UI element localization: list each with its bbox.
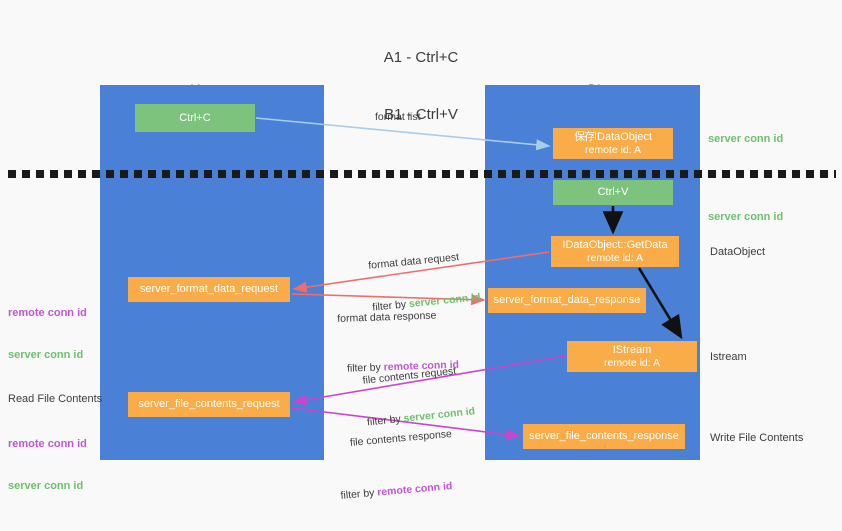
annotation-read-file-contents: Read File Contents [8,393,103,405]
annotation-server-conn-id-mid: server conn id [708,211,784,223]
box-server-format-data-request[interactable]: server_format_data_request [128,277,290,302]
annotation-server-conn-id-top: server conn id [708,133,784,145]
edge-label-format-data-request-text: format data request [367,251,460,272]
box-ctrl-v[interactable]: Ctrl+V [553,180,673,205]
annotation-server-conn-id: server conn id [8,349,84,361]
box-istream-label: IStream [612,343,652,356]
edge-label-file-contents-response: file contents response filter by remote … [340,399,459,529]
annotation-write-file-contents: Write File Contents [710,432,804,444]
box-server-file-contents-request-label: server_file_contents_request [138,398,280,410]
edge-label-file-contents-response-filter: filter by remote conn id [340,479,457,503]
box-idataobject-cjk-prefix: 保存 [573,130,595,143]
edge-label-file-contents-request-text: file contents request [362,365,457,387]
box-server-file-contents-request[interactable]: server_file_contents_request [128,392,290,417]
annotation-conn-ids-upper: remote conn id server conn id [8,278,87,390]
box-server-format-data-request-label: server_format_data_request [139,283,279,295]
box-server-file-contents-response[interactable]: server_file_contents_response [523,424,685,449]
box-idataobject-name: IDataObject [593,130,653,143]
box-idataobject[interactable]: 保存IDataObject remote id: A [553,128,673,159]
box-istream[interactable]: IStream remote id: A [567,341,697,372]
edge-label-format-data-response-text: format data response [337,309,437,325]
annotation-remote-conn-id: remote conn id [8,307,87,319]
box-idataobject-sub: remote id: A [584,143,642,156]
box-ctrl-c-label: Ctrl+C [179,111,211,124]
box-server-file-contents-response-label: server_file_contents_response [529,430,679,442]
box-idataobject-getdata[interactable]: IDataObject::GetData remote id: A [551,236,679,267]
box-getdata-label: IDataObject::GetData [562,238,668,251]
diagram-canvas: A1 - Ctrl+C B1 - Ctrl+V A1 remote B1 con… [8,49,836,502]
annotation-dataobject: DataObject [710,246,766,258]
annotation-server-conn-id: server conn id [8,480,84,492]
edge-label-format-list: format list [375,111,421,123]
annotation-remote-conn-id: remote conn id [8,438,87,450]
box-getdata-sub: remote id: A [586,251,644,264]
edge-label-file-contents-response-text: file contents response [349,427,453,449]
filter-prefix: filter by [340,486,378,502]
box-idataobject-label: 保存IDataObject [574,131,652,144]
filter-value-remote-conn-id: remote conn id [376,480,453,499]
annotation-conn-ids-lower: remote conn id server conn id [8,409,87,521]
box-server-format-data-response-label: server_format_data_response [493,294,641,306]
box-istream-sub: remote id: A [603,356,661,369]
dashed-divider [8,170,836,178]
box-ctrl-c[interactable]: Ctrl+C [135,104,255,132]
annotation-istream: Istream [710,351,747,363]
box-ctrl-v-label: Ctrl+V [597,186,629,198]
box-server-format-data-response[interactable]: server_format_data_response [488,288,646,313]
title-line-1: A1 - Ctrl+C [383,49,459,66]
